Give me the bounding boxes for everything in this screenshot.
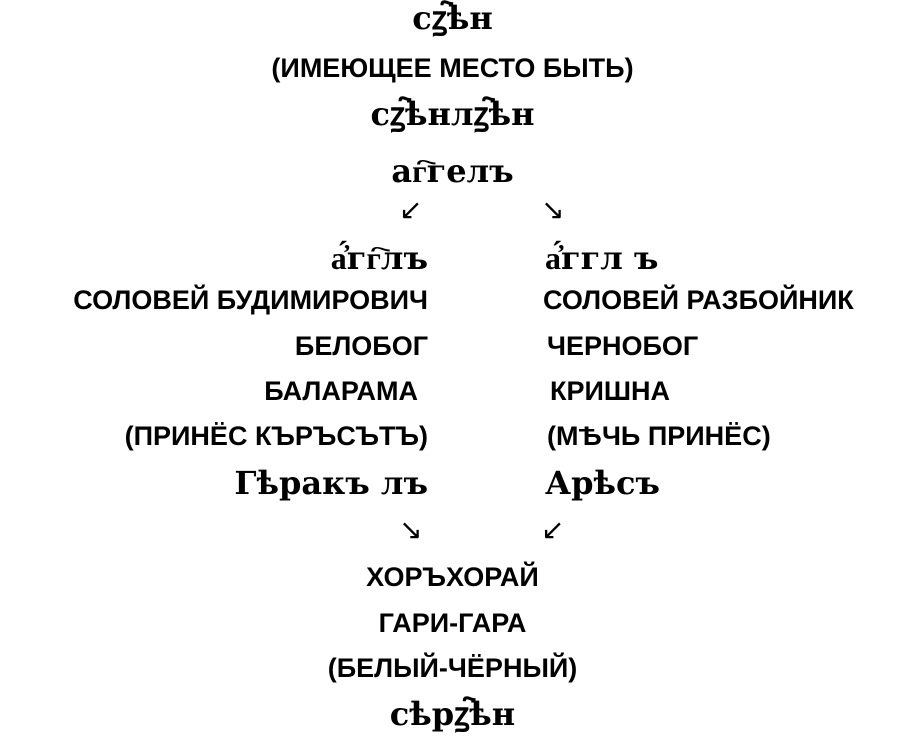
- root-note: (ИМЕЮЩЕЕ МЕСТО БЫТЬ): [271, 53, 634, 83]
- right-slavonic-bottom: Арѣсъ: [545, 464, 660, 502]
- left-line-3: БАЛАРАМА: [264, 376, 418, 406]
- compound-word: сꙁ҇ѣнлꙁ҇ѣн: [370, 95, 535, 133]
- left-slavonic-top: а҆́гг҇лъ: [330, 239, 428, 277]
- right-line-1: СОЛОВЕЙ РАЗБОЙНИК: [543, 285, 854, 315]
- root-word: сꙁ҇ѣн: [412, 0, 493, 37]
- left-line-2: БЕЛОБОГ: [294, 331, 428, 361]
- bottom-line-2: ГАРИ-ГАРА: [378, 608, 527, 638]
- bottom-line-3: (БЕЛЫЙ-ЧЁРНЫЙ): [327, 653, 578, 683]
- right-line-4: (МѢЧЬ ПРИНЁС): [547, 421, 771, 451]
- right-line-2: ЧЕРНОБОГ: [547, 331, 699, 361]
- left-slavonic-bottom: Гѣракъ лъ: [234, 464, 428, 502]
- bottom-line-1: ХОРЪХОРАЙ: [366, 562, 539, 592]
- final-word: сѣрꙁ҇ѣн: [389, 695, 516, 733]
- merge-right-arrow-icon: ↙: [541, 513, 565, 546]
- right-slavonic-top: а҆́ггл ъ: [545, 239, 659, 277]
- split-right-arrow-icon: ↘: [541, 193, 565, 226]
- angel-word: аг҇гелъ: [391, 152, 514, 190]
- right-line-3: КРИШНА: [550, 376, 671, 406]
- split-left-arrow-icon: ↙: [399, 193, 423, 226]
- left-line-1: СОЛОВЕЙ БУДИМИРОВИЧ: [73, 285, 428, 315]
- merge-left-arrow-icon: ↘: [399, 513, 423, 546]
- left-line-4: (ПРИНЁС КЪРЪСЪТЪ): [124, 421, 428, 451]
